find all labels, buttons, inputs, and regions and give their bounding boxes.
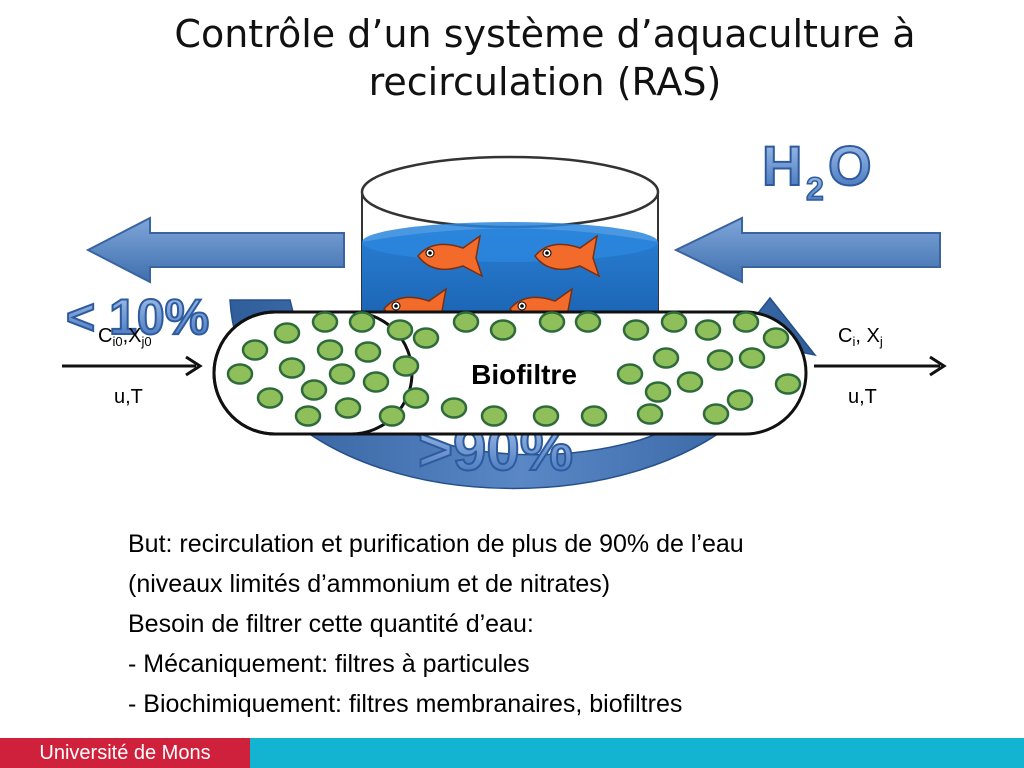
biofilter-bead <box>676 371 704 393</box>
body-line-4: - Mécaniquement: filtres à particules <box>128 650 530 678</box>
biofilter-bead <box>702 403 730 425</box>
biofilter-bead <box>348 311 376 333</box>
h2o-o: O <box>828 134 872 197</box>
biofilter-bead <box>738 347 766 369</box>
body-line-2: (niveaux limités d’ammonium et de nitrat… <box>128 570 611 598</box>
biofilter-bead <box>241 339 269 361</box>
biofilter-bead <box>311 311 339 333</box>
body-line-1: But: recirculation et purification de pl… <box>128 530 744 558</box>
body-text: But: recirculation et purification de pl… <box>128 524 1008 724</box>
biofilter-bead <box>538 311 566 333</box>
biofilter-bead <box>762 327 790 349</box>
footer-bar: Université de Mons <box>0 738 1024 768</box>
outlet-ut-label: u,T <box>848 386 877 408</box>
biofilter-bead <box>616 363 644 385</box>
slide-title: Contrôle d’un système d’aquaculture à re… <box>100 10 990 106</box>
body-line-5: - Biochimiquement: filtres membranaires,… <box>128 690 683 718</box>
fish-icon <box>534 234 601 278</box>
biofilter-bead <box>532 405 560 427</box>
biofilter-bead <box>440 397 468 419</box>
biofilter-bead <box>300 379 328 401</box>
inlet-ut-label: u,T <box>114 386 143 408</box>
ras-diagram: H 2 O < 10% > <box>62 133 947 490</box>
biofilter-bead <box>706 349 734 371</box>
footer-brand: Université de Mons <box>0 738 250 768</box>
left-arrow <box>85 216 345 284</box>
biofilter-bead <box>726 389 754 411</box>
biofilter-bead <box>452 311 480 333</box>
biofilter-bead <box>694 319 722 341</box>
biofilter-bead <box>644 381 672 403</box>
biofilter-beads <box>226 311 802 427</box>
biofilter-bead <box>480 405 508 427</box>
title-line-2: recirculation (RAS) <box>368 60 722 104</box>
biofilter: Biofiltre <box>212 310 808 436</box>
inlet-concentration-label: Ci0,Xj0 <box>98 325 152 349</box>
biofilter-bead <box>392 355 420 377</box>
outlet-arrow <box>814 355 947 377</box>
biofilter-bead <box>489 319 517 341</box>
biofilter-bead <box>622 319 650 341</box>
biofilter-bead <box>226 363 254 385</box>
h2o-wordart: H 2 O <box>761 133 873 208</box>
body-line-3: Besoin de filtrer cette quantité d’eau: <box>128 610 534 638</box>
biofilter-bead <box>580 405 608 427</box>
biofilter-bead <box>732 311 760 333</box>
right-arrow <box>673 216 941 284</box>
h2o-subscript: 2 <box>806 171 824 207</box>
biofilter-bead <box>652 347 680 369</box>
biofilter-bead <box>378 405 406 427</box>
biofilter-bead <box>386 319 414 341</box>
biofilter-bead <box>362 371 390 393</box>
biofilter-bead <box>256 387 284 409</box>
fish-group <box>383 234 601 331</box>
biofilter-bead <box>412 327 440 349</box>
biofilter-bead <box>316 339 344 361</box>
biofilter-bead <box>354 341 382 363</box>
title-line-1: Contrôle d’un système d’aquaculture à <box>174 12 916 56</box>
biofilter-bead <box>574 311 602 333</box>
biofilter-bead <box>294 405 322 427</box>
biofilter-bead <box>402 387 430 409</box>
biofilter-bead <box>273 322 301 344</box>
biofilter-bead <box>278 357 306 379</box>
biofilter-bead <box>660 311 688 333</box>
less-than-10-label: < 10% <box>66 289 209 345</box>
inlet-arrow <box>62 355 203 377</box>
fish-icon <box>417 234 484 278</box>
biofilter-bead <box>334 397 362 419</box>
biofilter-label: Biofiltre <box>471 359 577 390</box>
outlet-concentration-label: Ci, Xj <box>838 325 883 349</box>
h2o-h: H <box>762 134 802 197</box>
biofilter-bead <box>774 373 802 395</box>
biofilter-bead <box>636 403 664 425</box>
biofilter-bead <box>328 363 356 385</box>
